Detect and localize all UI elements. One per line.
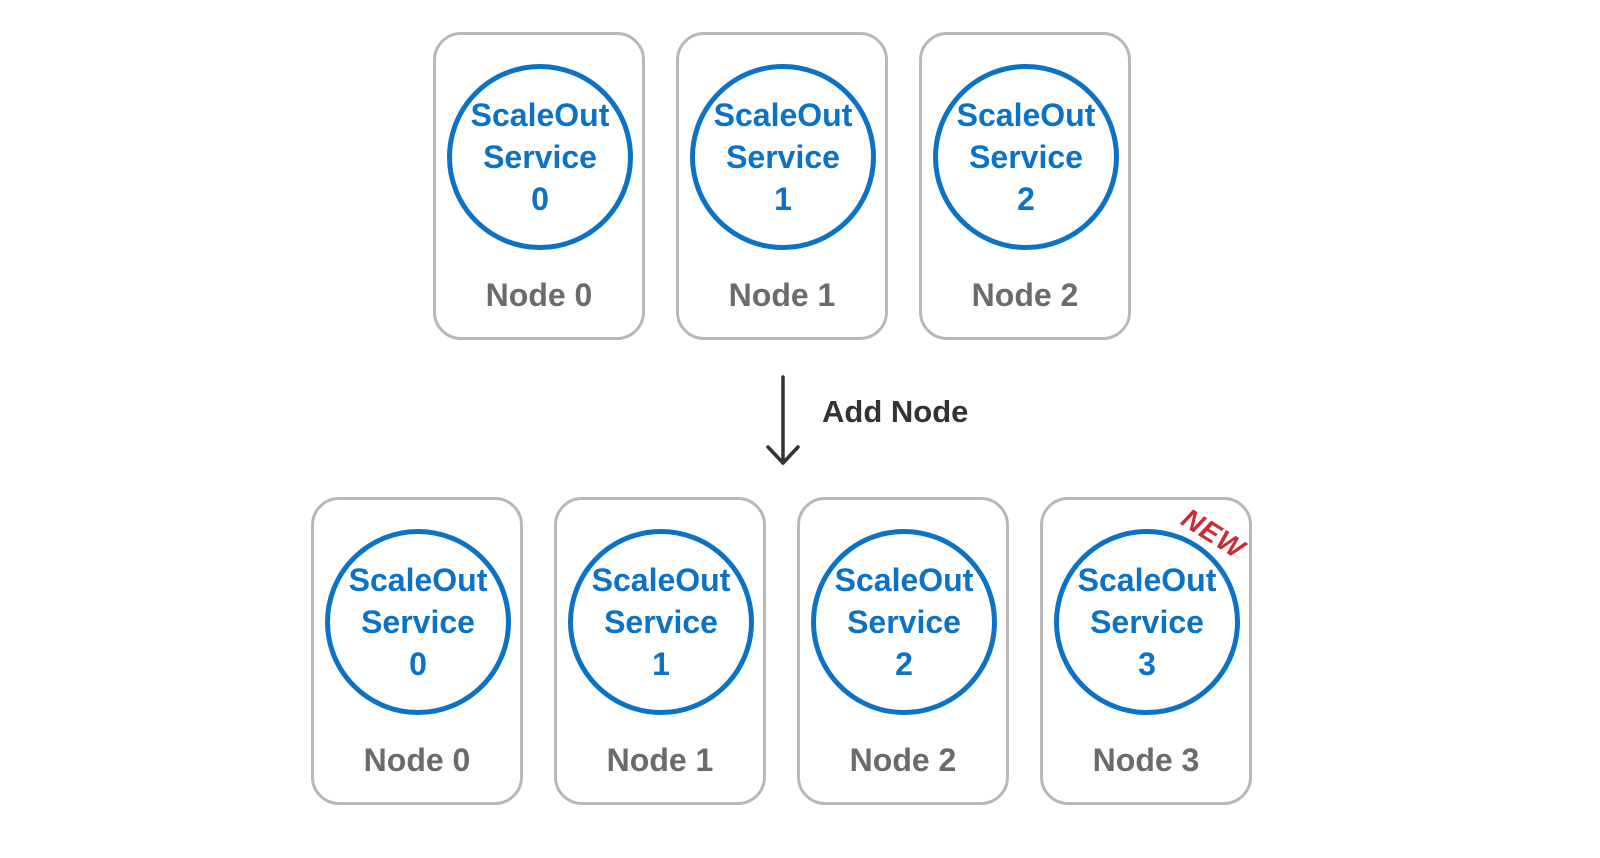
service-name: ScaleOut: [348, 562, 488, 598]
service-id: 3: [1138, 646, 1156, 682]
cluster-before: ScaleOut Service 0 Node 0 ScaleOut Servi…: [0, 32, 1600, 344]
node-box: ScaleOut Service 0 Node 0: [433, 32, 645, 340]
service-circle: ScaleOut Service 0: [325, 529, 511, 715]
service-type: Service: [969, 139, 1083, 175]
service-circle: ScaleOut Service 0: [447, 64, 633, 250]
service-name: ScaleOut: [591, 562, 731, 598]
service-circle: ScaleOut Service 2: [811, 529, 997, 715]
service-circle: ScaleOut Service 2: [933, 64, 1119, 250]
node-label: Node 0: [363, 742, 471, 778]
add-node-transition: Add Node: [760, 375, 1060, 470]
service-type: Service: [361, 604, 475, 640]
node-box-new: ScaleOut Service 3 Node 3 NEW: [1040, 497, 1252, 805]
cluster-after: ScaleOut Service 0 Node 0 ScaleOut Servi…: [0, 497, 1600, 809]
node-label: Node 1: [606, 742, 714, 778]
service-type: Service: [847, 604, 961, 640]
down-arrow-icon: [766, 375, 800, 465]
service-name: ScaleOut: [956, 97, 1096, 133]
service-type: Service: [726, 139, 840, 175]
service-circle: ScaleOut Service 1: [690, 64, 876, 250]
node-box: ScaleOut Service 2 Node 2: [797, 497, 1009, 805]
service-name: ScaleOut: [470, 97, 610, 133]
service-circle: ScaleOut Service 3: [1054, 529, 1240, 715]
service-type: Service: [604, 604, 718, 640]
service-name: ScaleOut: [834, 562, 974, 598]
node-label: Node 1: [728, 277, 836, 313]
node-label: Node 2: [849, 742, 957, 778]
service-id: 2: [895, 646, 913, 682]
service-id: 0: [409, 646, 427, 682]
service-id: 0: [531, 181, 549, 217]
service-circle: ScaleOut Service 1: [568, 529, 754, 715]
node-box: ScaleOut Service 1 Node 1: [676, 32, 888, 340]
node-label: Node 3: [1092, 742, 1200, 778]
service-name: ScaleOut: [1077, 562, 1217, 598]
service-id: 1: [652, 646, 670, 682]
add-node-label: Add Node: [822, 394, 969, 429]
service-id: 2: [1017, 181, 1035, 217]
node-label: Node 0: [485, 277, 593, 313]
node-box: ScaleOut Service 2 Node 2: [919, 32, 1131, 340]
service-id: 1: [774, 181, 792, 217]
service-name: ScaleOut: [713, 97, 853, 133]
node-box: ScaleOut Service 1 Node 1: [554, 497, 766, 805]
service-type: Service: [483, 139, 597, 175]
node-box: ScaleOut Service 0 Node 0: [311, 497, 523, 805]
service-type: Service: [1090, 604, 1204, 640]
node-label: Node 2: [971, 277, 1079, 313]
